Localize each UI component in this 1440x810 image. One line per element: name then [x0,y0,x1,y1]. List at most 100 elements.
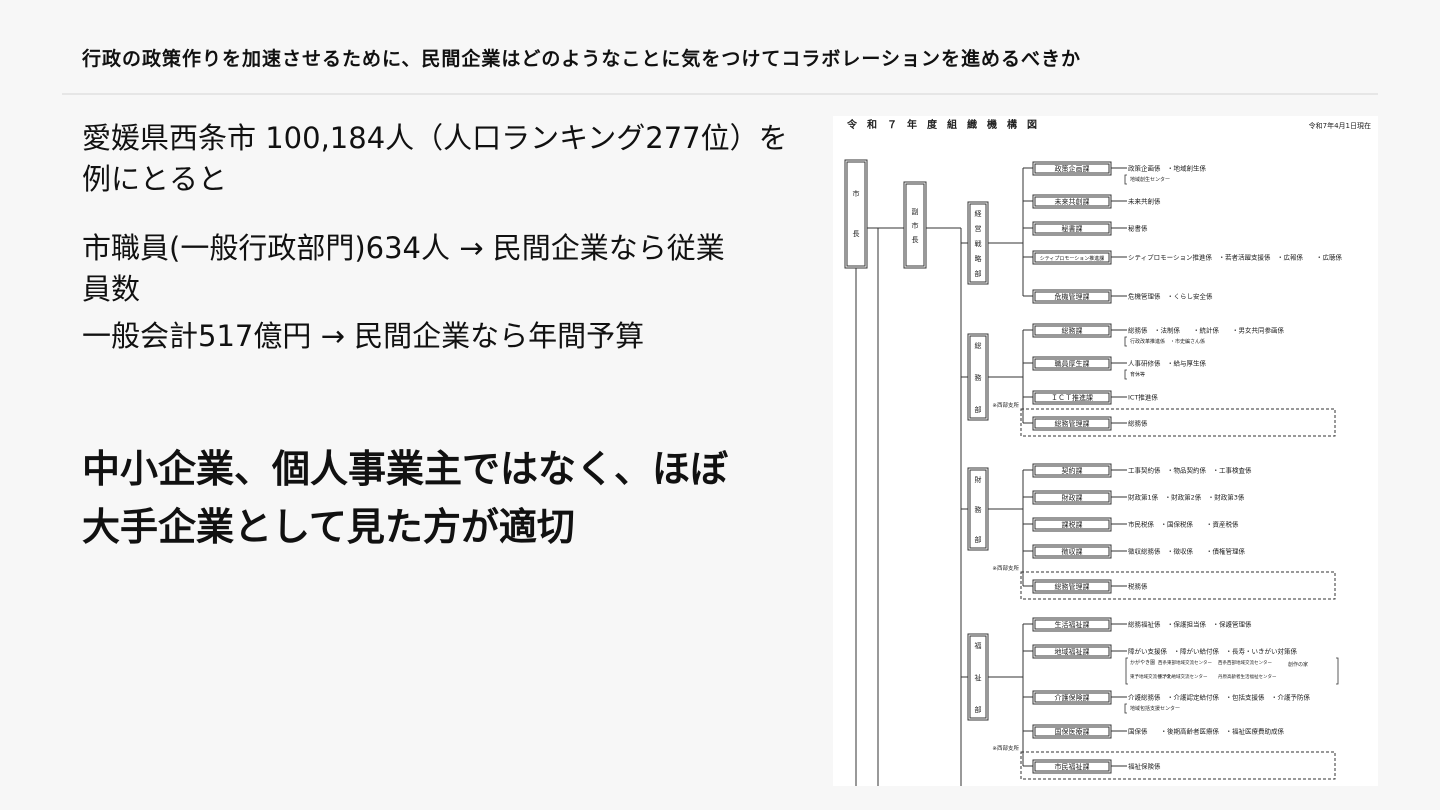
section-list: 国保係 ・後期高齢者医療係 ・福祉医療費助成係 [1128,727,1285,736]
welfare-center-label: 丹原高齢者生活福祉センター [1218,673,1277,680]
note-bracket [1124,369,1127,380]
centers-bracket-left [1125,657,1128,685]
division-label: シティプロモーション推進課 [1040,255,1105,262]
division-box-inner [1034,646,1110,657]
staff-line-1: 市職員(一般行政部門)634人 → 民間企業なら従業 [82,231,725,265]
population-line-2: 例にとると [82,162,228,196]
section-list: 未来共創係 [1128,197,1161,206]
section-list: ICT推進係 [1128,393,1158,402]
section-list: 総務係 ・法制係 ・統計係 ・男女共同参画係 [1128,326,1285,335]
section-list: シティプロモーション推進係 ・若者活躍支援係 ・広報係 ・広聴係 [1128,253,1342,262]
section-list: 市民税係 ・国保税係 ・資産税係 [1128,520,1239,529]
section-list: 総務福祉係 ・保護担当係 ・保護管理係 [1128,620,1252,629]
vice-mayor-label: 副市長 [912,207,919,244]
title-divider [62,93,1378,95]
department-label: 財務部 [975,475,982,544]
section-list: 福祉保険係 [1128,762,1161,771]
division-label: 介護保険課 [1055,693,1090,702]
conclusion-line-2: 大手企業として見た方が適切 [82,505,575,549]
branch-office-label: ※西部支所 [992,744,1019,752]
department-label: 経営戦略部 [975,209,982,278]
org-chart-image: 令 和 ７ 年 度 組 織 機 構 図令和7年4月1日現在市長副市長経営戦略部政… [833,116,1378,786]
division-box-inner [1034,163,1110,174]
section-list: 税務係 [1128,582,1148,591]
division-box-inner [1034,581,1110,592]
branch-office-box [1020,751,1336,780]
vice-mayor-box [903,181,927,269]
division-label: 市民福祉課 [1055,762,1090,771]
welfare-center-label: かがやき園 [1130,659,1155,666]
staff-paragraph: 市職員(一般行政部門)634人 → 民間企業なら従業 員数 [82,228,812,310]
population-paragraph: 愛媛県西条市 100,184人（人口ランキング277位）を 例にとると [82,118,812,200]
division-box-inner [1034,692,1110,703]
section-list: 徴収総務係 ・徴収係 ・債権管理係 [1128,547,1246,556]
conclusion-line-1: 中小企業、個人事業主ではなく、ほぼ [82,447,729,491]
division-label: 総務管理課 [1055,582,1090,591]
division-box-inner [1034,726,1110,737]
note-bracket [1124,336,1127,347]
section-list: 財政第1係 ・財政第2係 ・財政第3係 [1128,493,1245,502]
division-box-inner [1034,619,1110,630]
division-box-inner [1034,761,1110,772]
division-label: 政策企画課 [1055,164,1090,173]
department-label: 総務部 [975,341,982,414]
division-label: 職員厚生課 [1055,359,1090,368]
division-label: 契約課 [1062,466,1083,475]
department-box-inner [969,335,987,419]
welfare-center-label: 東予地域交流センター [1130,673,1175,680]
section-note: 育休等 [1130,371,1145,378]
note-bracket [1124,703,1127,714]
division-label: 地域福祉課 [1055,647,1090,656]
division-label: 国保医療課 [1055,727,1090,736]
mayor-label: 市長 [853,189,860,238]
division-box-inner [1034,519,1110,530]
welfare-center-label: 東予北地域交流センター [1158,673,1208,680]
division-label: 財政課 [1062,493,1083,502]
slide-title: 行政の政策作りを加速させるために、民間企業はどのようなことに気をつけてコラボレー… [82,48,1082,70]
branch-office-label: ※西部支所 [992,564,1019,572]
division-box-inner [1034,418,1110,429]
population-line-1: 愛媛県西条市 100,184人（人口ランキング277位）を [82,121,788,155]
mayor-box-inner [846,161,866,267]
division-box-inner [1034,196,1110,207]
section-list: 介護総務係 ・介護認定給付係 ・包括支援係 ・介護予防係 [1128,693,1311,702]
division-box-inner [1034,291,1110,302]
welfare-center-label: 西条西部地域交流センター [1218,659,1272,666]
department-box-inner [969,469,987,549]
welfare-center-label: 創作の家 [1288,661,1308,668]
org-chart-svg: 令 和 ７ 年 度 組 織 機 構 図令和7年4月1日現在市長副市長経営戦略部政… [844,118,1371,786]
section-note: 行政改革推進係 ・市史編さん係 [1130,338,1205,345]
vice-mayor-box-inner [905,183,925,267]
division-label: 秘書課 [1062,224,1083,233]
conclusion-paragraph: 中小企業、個人事業主ではなく、ほぼ 大手企業として見た方が適切 [82,440,812,556]
section-list: 障がい支援係 ・障がい給付係 ・長寿・いきがい対策係 [1128,647,1298,656]
section-list: 政策企画係 ・地域創生係 [1128,164,1207,173]
section-list: 工事契約係 ・物品契約係 ・工事検査係 [1128,466,1252,475]
division-label: 未来共創課 [1055,197,1090,206]
division-box-inner [1034,252,1110,263]
division-label: 徴収課 [1062,547,1083,556]
division-label: 危機管理課 [1055,292,1090,301]
welfare-center-label: 西条東部地域交流センター [1158,659,1212,666]
division-label: 生活福祉課 [1055,620,1090,629]
branch-office-box [1020,408,1336,437]
department-label: 福祉部 [975,641,982,714]
division-box-inner [1034,492,1110,503]
department-box-inner [969,635,987,719]
division-label: ＩＣＴ推進課 [1051,393,1093,402]
division-label: 総務管理課 [1055,419,1090,428]
department-box-inner [969,203,987,283]
division-label: 総務課 [1062,326,1083,335]
budget-paragraph: 一般会計517億円 → 民間企業なら年間予算 [82,319,645,353]
division-label: 課税課 [1062,520,1083,529]
branch-office-label: ※西部支所 [992,401,1019,409]
section-list: 秘書係 [1128,224,1148,233]
division-box-inner [1034,325,1110,336]
division-box-inner [1034,358,1110,369]
section-list: 総務係 [1128,419,1148,428]
section-list: 人事研修係 ・給与厚生係 [1128,359,1207,368]
section-list: 危機管理係 ・くらし安全係 [1128,292,1213,301]
division-box-inner [1034,465,1110,476]
section-note: 地域創生センター [1130,176,1170,183]
section-note: 地域包括支援センター [1130,705,1180,712]
